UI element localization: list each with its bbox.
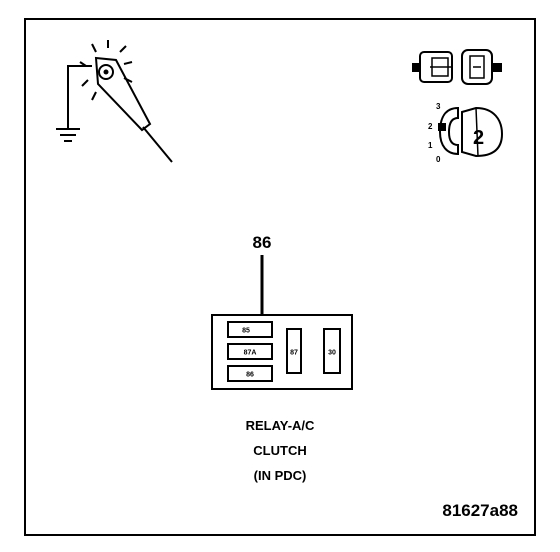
ignition-key-position-label: 2 [473, 127, 484, 149]
ignition-key-icon: 3 2 1 0 2 [428, 102, 504, 164]
relay-pin-85-terminal [227, 321, 273, 338]
relay-pin-30-terminal [323, 328, 341, 374]
relay-body: 85 87A 86 87 30 [211, 314, 353, 390]
caption-line-1: RELAY-A/C [245, 418, 315, 433]
ignition-position-2: 2 [428, 122, 433, 131]
relay-pin-30-label: 30 [328, 350, 336, 357]
caption-line-3: (IN PDC) [253, 468, 307, 483]
relay-pin-85-label: 85 [242, 328, 250, 335]
relay-pin-86-terminal [227, 365, 273, 382]
relay-pin-87a-terminal [227, 343, 273, 360]
ignition-position-0: 0 [436, 155, 441, 164]
relay-pin-86-label: 86 [246, 372, 254, 379]
relay-pin-87a-label: 87A [244, 350, 257, 357]
relay-pin-87-label: 87 [290, 350, 298, 357]
figure-id: 81627a88 [442, 501, 518, 520]
connector-disconnected-icon [412, 49, 502, 85]
ignition-position-1: 1 [428, 141, 433, 150]
pointer-label: 86 [253, 233, 272, 252]
diagram-frame [24, 18, 536, 536]
caption-line-2: CLUTCH [253, 443, 307, 458]
relay-pin-87-terminal [286, 328, 302, 374]
ignition-position-3: 3 [436, 102, 441, 111]
test-light-icon [56, 40, 173, 163]
